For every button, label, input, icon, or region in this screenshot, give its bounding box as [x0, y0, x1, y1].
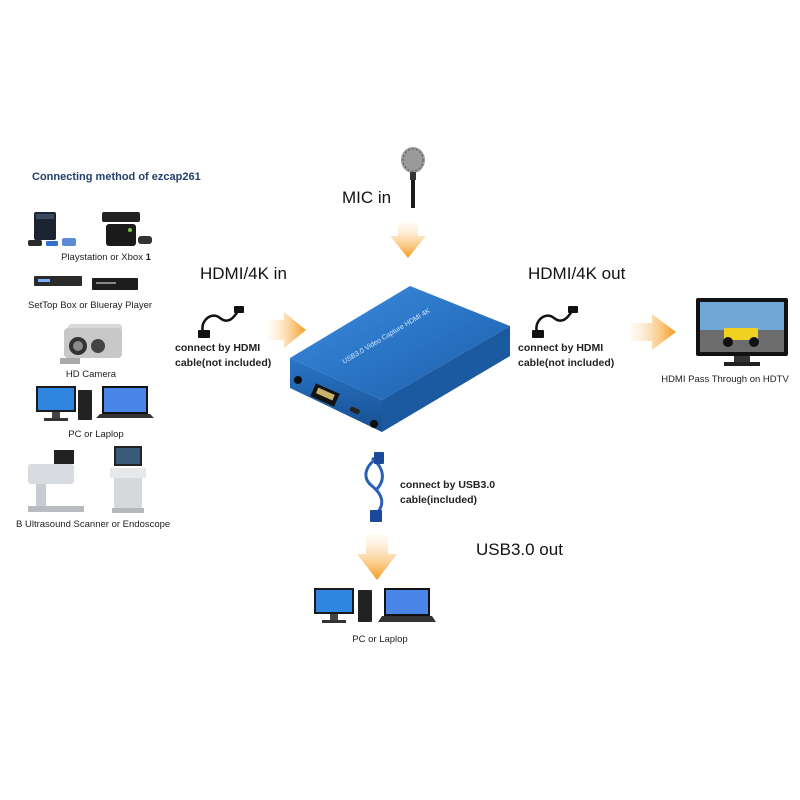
- mic-in-label: MIC in: [342, 188, 392, 207]
- ultrasound-icon: [28, 446, 146, 513]
- console-icon: [28, 212, 152, 246]
- pc-bottom-label: PC or Laplop: [352, 634, 408, 645]
- microphone-icon: [401, 147, 425, 208]
- hdmi-cable-icon-out: [532, 306, 578, 338]
- tv-label: HDMI Pass Through on HDTV: [661, 374, 789, 385]
- pc-laptop-bottom-icon: [314, 588, 436, 623]
- arrow-usb-down: [357, 534, 397, 580]
- hdmi-cable-icon-in: [198, 306, 244, 338]
- capture-device: USB3.0 Video Capture HDMI 4K: [290, 286, 511, 432]
- hdmi-out-note: connect by HDMI cable(not included): [518, 342, 615, 369]
- source-label-ultrasound: B Ultrasound Scanner or Endoscope: [16, 519, 171, 530]
- diagram-title: Connecting method of ezcap261: [32, 171, 201, 183]
- arrow-mic-down: [390, 222, 426, 258]
- usb-note: connect by USB3.0 cable(included): [400, 479, 496, 506]
- source-label-console: Playstation or Xbox 1: [61, 252, 151, 263]
- usb-out-label: USB3.0 out: [476, 540, 563, 559]
- hdmi-in-note: connect by HDMI cable(not included): [175, 342, 272, 369]
- usb-cable-icon: [364, 452, 384, 522]
- settop-box-icon: [34, 276, 138, 290]
- hdtv-icon: [696, 298, 788, 366]
- hdmi-out-label: HDMI/4K out: [528, 264, 626, 283]
- camera-icon: [60, 324, 122, 364]
- arrow-hdmi-in: [268, 312, 306, 348]
- source-label-camera: HD Camera: [65, 369, 117, 380]
- source-label-pc: PC or Laplop: [68, 429, 124, 440]
- pc-laptop-icon: [36, 386, 154, 421]
- hdmi-in-label: HDMI/4K in: [200, 264, 287, 283]
- source-label-settop: SetTop Box or Blueray Player: [28, 300, 153, 311]
- arrow-hdmi-out: [630, 314, 676, 350]
